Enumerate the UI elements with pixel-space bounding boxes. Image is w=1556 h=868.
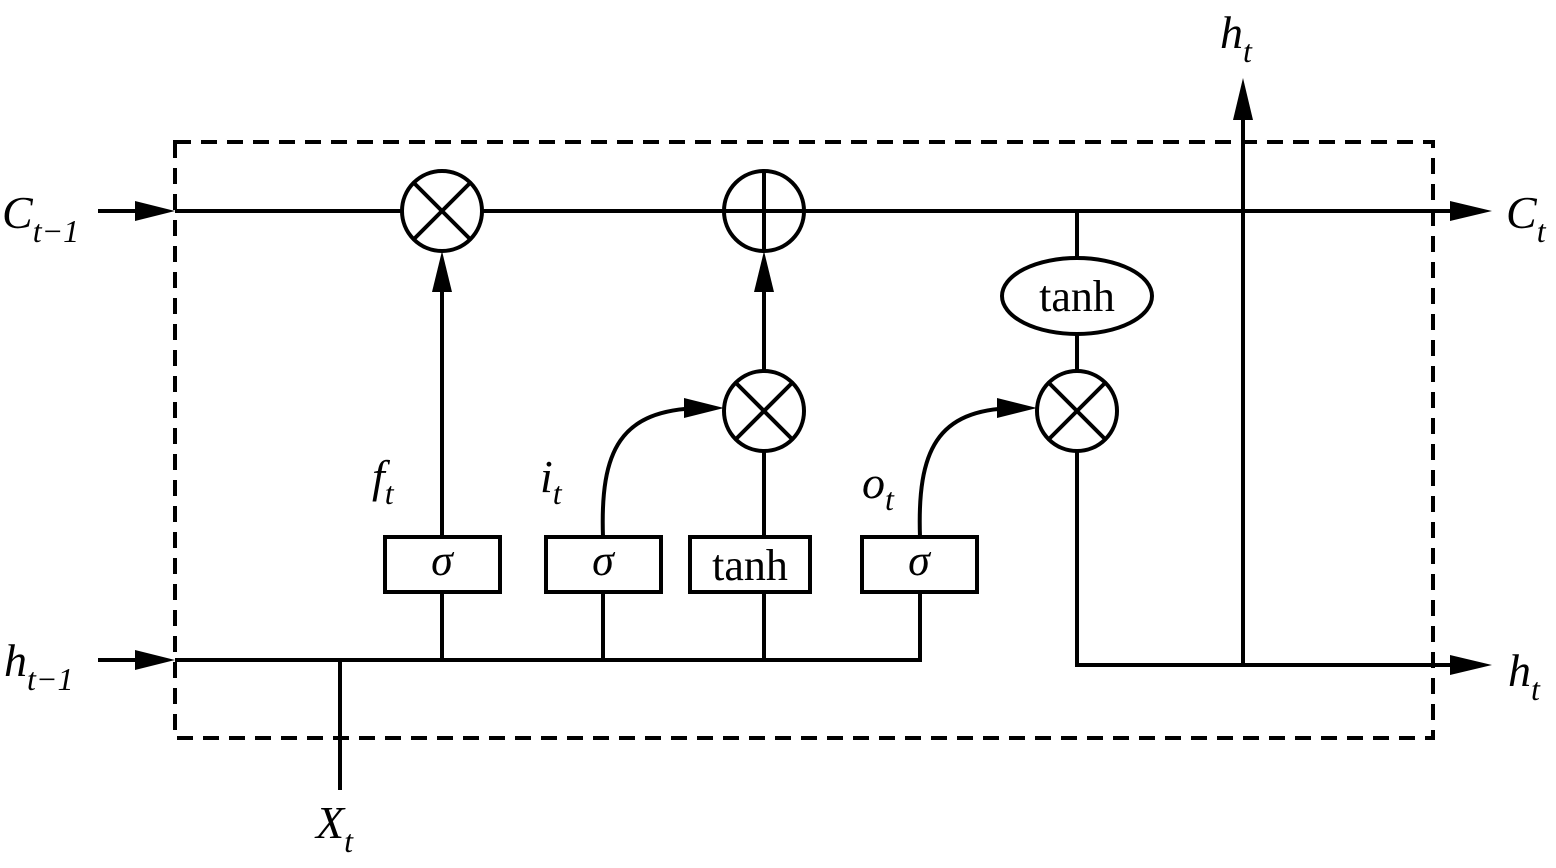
label-c-prev: Ct−1 — [2, 187, 79, 249]
svg-text:σ: σ — [592, 536, 616, 585]
label-h-top: ht — [1220, 7, 1253, 69]
arrow-head — [997, 398, 1037, 418]
label-input-gate: it — [540, 451, 563, 511]
arrow-head — [1450, 655, 1492, 675]
arrow-head — [135, 201, 175, 221]
sigma-input-box: σ — [544, 535, 663, 594]
forget-multiply-node — [400, 169, 484, 253]
output-gate-curve — [917, 406, 1014, 538]
arrow-head — [135, 650, 175, 670]
arrow-head — [684, 398, 724, 418]
arrow-head — [1233, 78, 1253, 120]
label-h-prev: ht−1 — [4, 635, 73, 697]
svg-text:σ: σ — [431, 536, 455, 585]
label-h-next: ht — [1508, 645, 1541, 707]
arrow-head — [754, 251, 774, 292]
arrow-head — [1450, 201, 1492, 221]
hidden-output-line — [1075, 451, 1460, 667]
label-x-input: Xt — [314, 797, 354, 859]
label-output-gate: ot — [862, 457, 895, 517]
label-forget-gate: ft — [372, 451, 395, 511]
svg-text:tanh: tanh — [712, 541, 788, 590]
input-multiply-node — [722, 369, 806, 453]
output-multiply-node — [1035, 369, 1119, 453]
tanh-candidate-box: tanh — [688, 535, 812, 594]
sigma-forget-box: σ — [383, 535, 502, 594]
tanh-cell-node: tanh — [1000, 256, 1154, 336]
svg-text:σ: σ — [908, 536, 932, 585]
input-gate-curve — [600, 406, 701, 538]
label-c-next: Ct — [1506, 187, 1547, 249]
arrow-head — [432, 251, 452, 292]
add-node — [722, 169, 806, 253]
tanh-cell-label: tanh — [1039, 272, 1115, 321]
cell-boundary — [173, 140, 1435, 740]
sigma-output-box: σ — [860, 535, 979, 594]
